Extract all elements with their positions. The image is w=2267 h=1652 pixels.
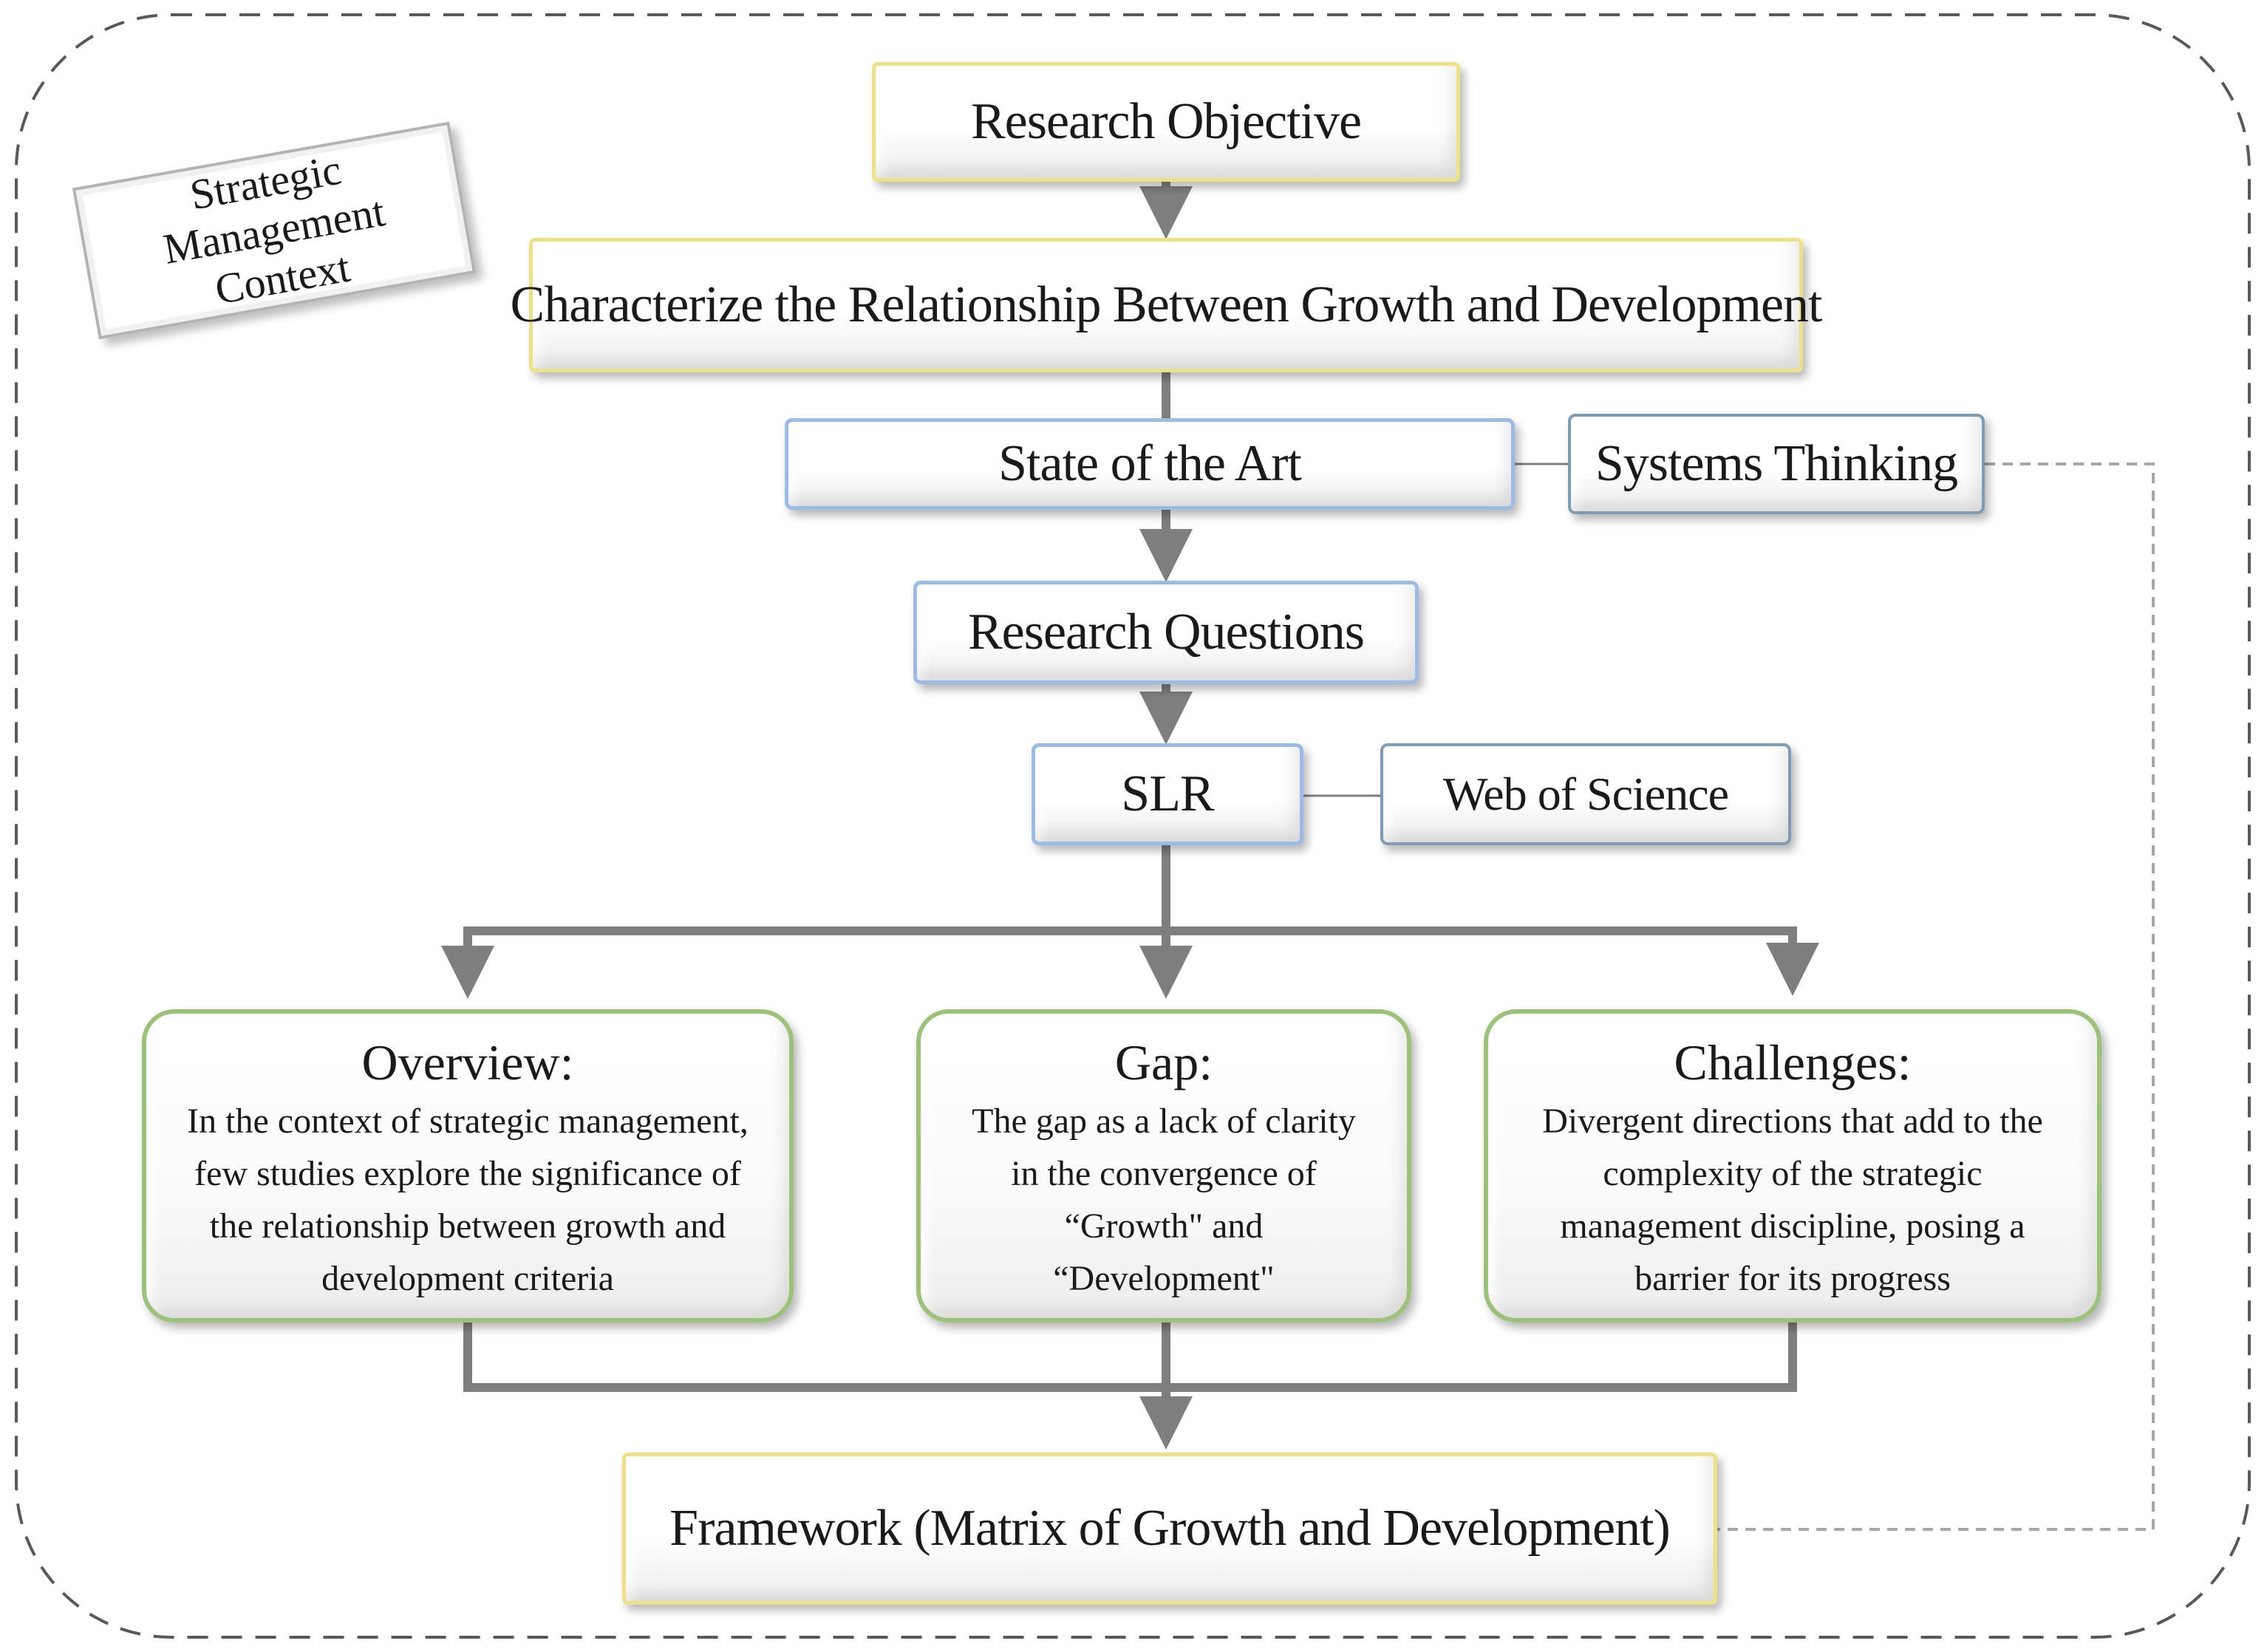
overview-line: the relationship between growth and	[209, 1206, 726, 1246]
overview-title: Overview:	[361, 1034, 574, 1090]
overview-line: few studies explore the significance of	[194, 1154, 741, 1193]
challenges-line: complexity of the strategic	[1603, 1154, 1983, 1193]
overview-box: Overview: In the context of strategic ma…	[142, 1009, 794, 1322]
gap-box: Gap: The gap as a lack of clarity in the…	[916, 1009, 1411, 1322]
research-objective-label: Research Objective	[970, 93, 1362, 150]
fanout-bar	[463, 926, 1819, 996]
state-of-the-art-box: State of the Art	[785, 418, 1515, 510]
merge-bar	[463, 1318, 1797, 1392]
gap-line: in the convergence of	[1011, 1154, 1317, 1193]
research-questions-label: Research Questions	[967, 604, 1365, 661]
challenges-line: management discipline, posing a	[1560, 1206, 2025, 1246]
web-of-science-label: Web of Science	[1443, 768, 1729, 820]
gap-line: “Development"	[1053, 1259, 1275, 1298]
dashed-link-systems-to-framework	[1717, 463, 2155, 1531]
challenges-line: Divergent directions that add to the	[1542, 1102, 2043, 1141]
web-of-science-box: Web of Science	[1380, 743, 1791, 845]
framework-label: Framework (Matrix of Growth and Developm…	[669, 1500, 1671, 1557]
slr-label: SLR	[1121, 765, 1214, 822]
gap-title: Gap:	[1114, 1034, 1213, 1090]
overview-line: development criteria	[321, 1259, 614, 1298]
framework-box: Framework (Matrix of Growth and Developm…	[622, 1453, 1717, 1605]
state-of-the-art-label: State of the Art	[998, 435, 1302, 492]
challenges-line: barrier for its progress	[1634, 1259, 1951, 1298]
challenges-title: Challenges:	[1674, 1034, 1912, 1090]
characterize-label: Characterize the Relationship Between Gr…	[510, 276, 1823, 333]
slr-box: SLR	[1032, 743, 1303, 845]
gap-text: The gap as a lack of clarity in the conv…	[921, 1095, 1407, 1305]
challenges-box: Challenges: Divergent directions that ad…	[1484, 1009, 2101, 1322]
research-objective-box: Research Objective	[872, 62, 1460, 182]
systems-thinking-box: Systems Thinking	[1568, 414, 1985, 514]
overview-line: In the context of strategic management,	[187, 1102, 749, 1141]
challenges-text: Divergent directions that add to the com…	[1488, 1095, 2097, 1305]
gap-line: The gap as a lack of clarity	[972, 1102, 1356, 1141]
characterize-box: Characterize the Relationship Between Gr…	[511, 238, 1822, 372]
research-questions-box: Research Questions	[913, 581, 1419, 684]
systems-thinking-label: Systems Thinking	[1595, 435, 1958, 492]
context-frame	[15, 13, 2251, 1639]
gap-line: “Growth" and	[1064, 1206, 1264, 1246]
overview-text: In the context of strategic management, …	[146, 1095, 789, 1305]
